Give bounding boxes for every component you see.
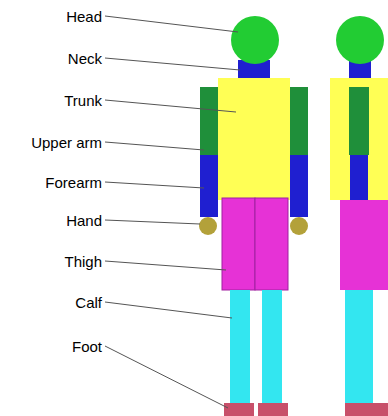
calf-segment	[262, 290, 282, 404]
calf-segment	[230, 290, 250, 404]
calf-segment	[345, 290, 373, 404]
part-label: Forearm	[45, 174, 102, 191]
foot-segment	[345, 403, 388, 416]
leader-line	[105, 220, 200, 224]
upper-arm-segment	[200, 87, 218, 155]
thigh-segment	[255, 198, 288, 290]
forearm-segment	[200, 155, 218, 217]
thigh-segment	[222, 198, 255, 290]
head-segment	[231, 16, 279, 64]
part-label: Trunk	[64, 92, 102, 109]
hand-segment	[290, 217, 308, 235]
part-label: Foot	[72, 338, 102, 355]
part-label: Thigh	[64, 253, 102, 270]
upper-arm-segment	[290, 87, 308, 155]
leader-line	[105, 58, 240, 70]
part-label: Upper arm	[31, 134, 102, 151]
thigh-segment	[340, 200, 388, 290]
trunk-segment	[218, 78, 290, 200]
leader-line	[105, 100, 236, 112]
part-label: Calf	[75, 294, 102, 311]
leader-line	[105, 142, 204, 150]
leader-line	[105, 346, 228, 408]
head-segment	[336, 16, 384, 64]
part-label: Neck	[68, 50, 102, 67]
foot-segment	[258, 403, 288, 416]
leader-line	[105, 302, 232, 318]
leader-line	[105, 16, 238, 32]
front-figure	[199, 16, 308, 416]
hand-segment	[199, 217, 217, 235]
part-label: Head	[66, 8, 102, 25]
forearm-segment	[290, 155, 308, 217]
upper-arm-segment	[349, 87, 369, 155]
side-figure	[330, 16, 388, 416]
foot-segment	[224, 403, 254, 416]
leader-line	[105, 182, 204, 188]
leader-line	[105, 261, 226, 270]
part-label: Hand	[66, 212, 102, 229]
